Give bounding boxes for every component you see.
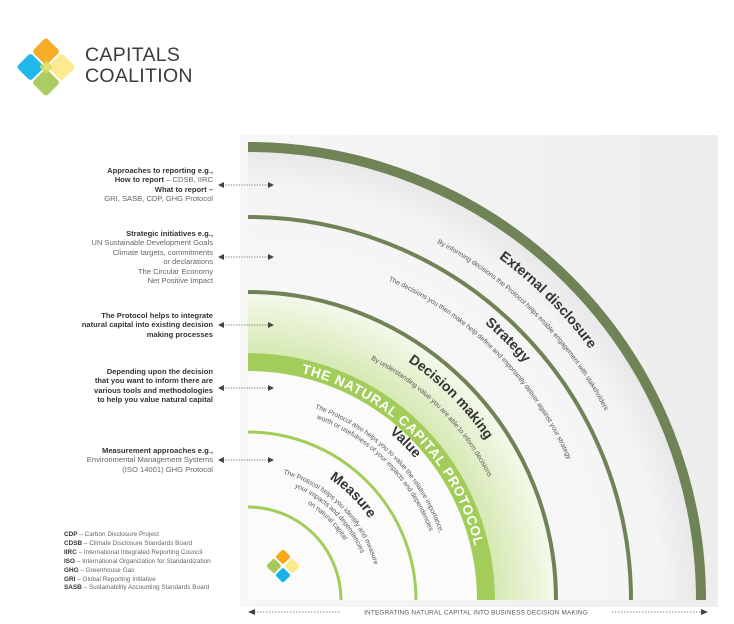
glossary-item: IIRC – International Integrated Reportin… bbox=[64, 548, 203, 556]
measure-arc bbox=[247, 505, 343, 601]
inner-fill bbox=[248, 353, 495, 600]
glossary-item: CDP – Carbon Disclosure Project bbox=[64, 531, 159, 538]
glossary: CDP – Carbon Disclosure Project CDSB – C… bbox=[64, 531, 211, 593]
capitals-coalition-logo bbox=[17, 38, 75, 96]
protocol-band bbox=[247, 353, 495, 601]
measure-note: Measurement approaches e.g., Environment… bbox=[86, 446, 213, 474]
decision-making-arc bbox=[247, 290, 558, 601]
strategic-note: Strategic initiatives e.g., UN Sustainab… bbox=[91, 229, 213, 286]
glossary-item: SASB – Sustainability Accounting Standar… bbox=[64, 584, 210, 592]
value-note: Depending upon the decision that you wan… bbox=[94, 367, 213, 405]
glossary-item: GRI – Global Reporting Initiative bbox=[64, 575, 156, 583]
glossary-item: GHG – Greenhouse Gas bbox=[64, 566, 135, 574]
double-arrow-icon bbox=[218, 254, 274, 260]
external-disclosure-arc bbox=[247, 142, 706, 601]
double-arrow-icon bbox=[218, 182, 274, 188]
double-arrow-icon bbox=[218, 385, 274, 391]
axis-label: INTEGRATING NATURAL CAPITAL INTO BUSINES… bbox=[364, 610, 588, 617]
strategy-arc bbox=[247, 215, 633, 601]
reporting-note: Approaches to reporting e.g., How to rep… bbox=[104, 166, 213, 204]
double-arrow-icon bbox=[218, 457, 274, 463]
brand-name: CAPITALS COALITION bbox=[85, 44, 193, 87]
glossary-item: ISO – International Organization for Sta… bbox=[64, 557, 211, 565]
value-arc bbox=[247, 430, 418, 601]
small-logo-icon bbox=[266, 549, 300, 583]
double-arrow-icon bbox=[218, 322, 274, 328]
glossary-item: CDSB – Climate Disclosure Standards Boar… bbox=[64, 539, 193, 547]
decision-note: The Protocol helps to integrate natural … bbox=[81, 311, 213, 339]
axis-arrow bbox=[248, 609, 708, 615]
